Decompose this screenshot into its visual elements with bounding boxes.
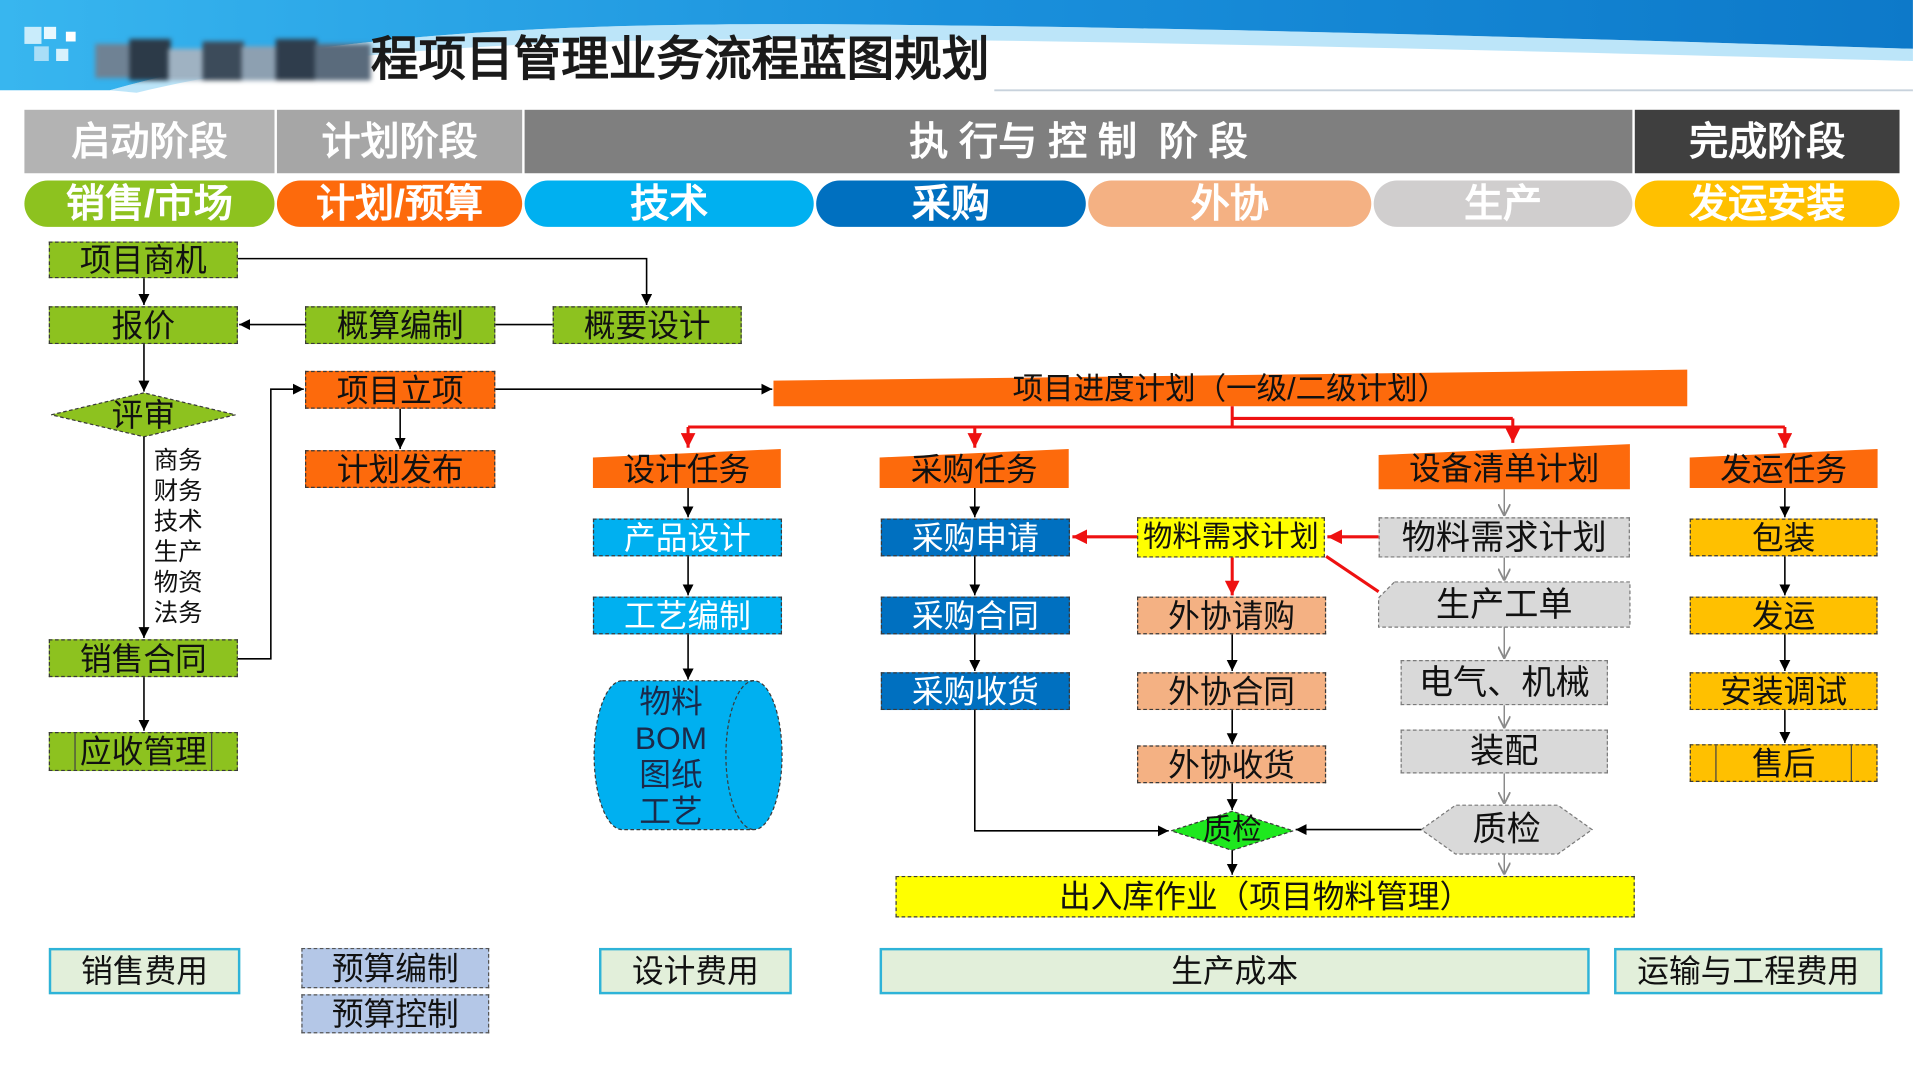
node-purchase-contract: 采购合同 <box>880 596 1070 635</box>
page-title: 程项目管理业务流程蓝图规划 <box>370 33 990 87</box>
storage-label: 图纸 <box>639 756 703 793</box>
masked-title-prefix <box>95 37 371 86</box>
connector-opportunity-to-outline <box>237 257 653 306</box>
data-storage-cylinder <box>593 680 783 831</box>
cost-transport-engineering: 运输与工程费用 <box>1614 947 1883 995</box>
cost-budget-control: 预算控制 <box>301 994 490 1034</box>
dept-plan-budget: 计划/预算 <box>276 180 523 227</box>
phase-execution-control: 执 行与 控 制 阶 段 <box>524 109 1633 174</box>
review-item: 物资 <box>153 569 203 597</box>
review-item: 法务 <box>153 600 203 628</box>
cost-sales: 销售费用 <box>48 947 241 995</box>
node-quality-check: 质检 <box>1202 813 1262 847</box>
node-production-mrp: 物料需求计划 <box>1378 517 1630 558</box>
node-equipment-list-plan: 设备清单计划 <box>1409 450 1600 487</box>
node-after-sales: 售后 <box>1689 744 1878 783</box>
dept-technology: 技术 <box>524 180 814 227</box>
connector-work-order-to-mrp <box>1325 555 1380 593</box>
node-purchase-request: 采购申请 <box>880 518 1070 557</box>
node-process-planning: 工艺编制 <box>592 596 783 635</box>
cost-design: 设计费用 <box>599 947 792 995</box>
node-project-initiation: 项目立项 <box>305 370 496 409</box>
node-electrical-mechanical: 电气、机械 <box>1400 660 1608 706</box>
review-item: 财务 <box>153 478 203 506</box>
node-project-schedule: 项目进度计划（一级/二级计划） <box>1012 371 1449 406</box>
node-plan-release: 计划发布 <box>305 450 496 488</box>
schedule-bar-shape <box>773 369 1688 407</box>
node-purchase-receipt: 采购收货 <box>880 672 1070 711</box>
node-packing: 包装 <box>1689 518 1878 557</box>
phase-planning: 计划阶段 <box>276 109 523 174</box>
node-sales-contract: 销售合同 <box>48 639 238 678</box>
storage-labels: 物料 BOM 图纸 工艺 <box>610 683 732 829</box>
design-task-shape <box>592 448 781 488</box>
outsource-qc-diamond <box>1169 810 1296 851</box>
node-warehouse-operations: 出入库作业（项目物料管理） <box>895 875 1635 918</box>
node-installation-commissioning: 安装调试 <box>1689 672 1878 711</box>
cost-budget-preparation: 预算编制 <box>301 947 490 989</box>
header-banner <box>0 0 1913 93</box>
node-outline-design: 概要设计 <box>552 306 742 345</box>
connector-contract-to-initiation <box>237 383 304 660</box>
phase-initiation: 启动阶段 <box>24 109 275 174</box>
node-estimate: 概算编制 <box>305 306 496 345</box>
phase-completion: 完成阶段 <box>1634 109 1900 174</box>
node-outsource-receipt: 外协收货 <box>1137 745 1327 784</box>
review-item: 商务 <box>153 447 203 475</box>
node-assembly: 装配 <box>1400 729 1608 774</box>
node-review-label: 评审 <box>111 396 176 434</box>
dept-production: 生产 <box>1373 180 1633 227</box>
dept-purchasing: 采购 <box>816 180 1086 227</box>
node-quote: 报价 <box>48 306 238 345</box>
node-product-design: 产品设计 <box>592 518 783 557</box>
storage-label: 工艺 <box>639 793 703 830</box>
connector-receipt-to-qc <box>973 710 1169 837</box>
node-material-requirement-plan: 物料需求计划 <box>1137 517 1325 558</box>
equipment-plan-shape <box>1378 444 1630 490</box>
review-diamond <box>51 392 236 438</box>
review-items: 商务 财务 技术 生产 物资 法务 <box>154 447 203 630</box>
storage-label: 物料 <box>639 683 703 720</box>
node-project-opportunity: 项目商机 <box>48 241 238 279</box>
node-receivables: 应收管理 <box>48 732 238 772</box>
review-item: 技术 <box>153 508 203 536</box>
node-outsource-request: 外协请购 <box>1137 596 1327 635</box>
node-outsource-contract: 外协合同 <box>1137 672 1327 711</box>
shipping-task-shape <box>1689 448 1878 488</box>
node-shipping-task: 发运任务 <box>1720 451 1848 488</box>
dept-sales-marketing: 销售/市场 <box>24 180 275 227</box>
node-production-quality-check: 质检 <box>1472 810 1541 848</box>
node-purchase-task: 采购任务 <box>910 451 1038 488</box>
node-design-task: 设计任务 <box>623 451 751 488</box>
dept-outsourcing: 外协 <box>1088 180 1372 227</box>
node-work-order: 生产工单 <box>1435 584 1573 623</box>
dept-shipping-install: 发运安装 <box>1634 180 1900 227</box>
purchase-task-shape <box>879 448 1069 488</box>
node-delivery: 发运 <box>1689 596 1878 635</box>
cost-production: 生产成本 <box>879 947 1590 995</box>
review-item: 生产 <box>153 539 203 567</box>
storage-label: BOM <box>634 719 708 757</box>
production-qc-shape <box>1420 804 1594 855</box>
